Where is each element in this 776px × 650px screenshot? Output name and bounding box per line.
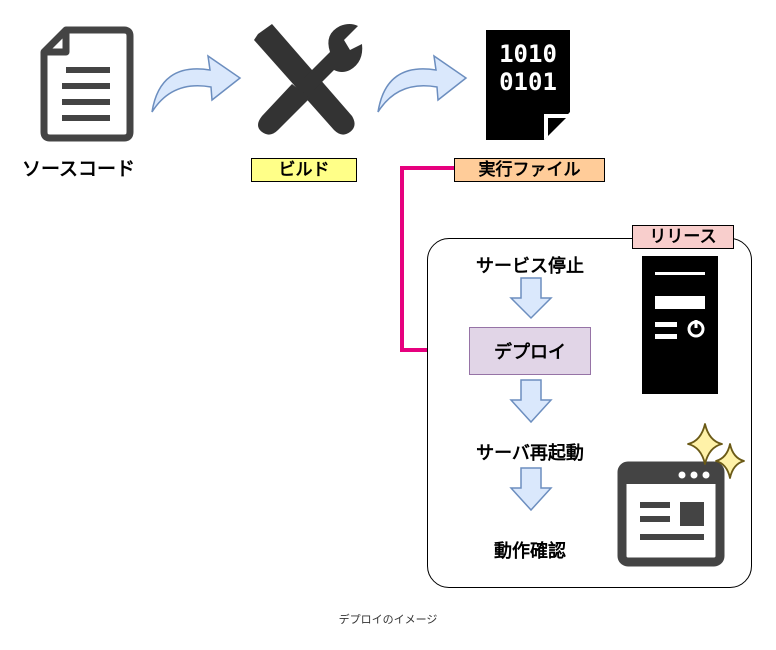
curved-arrow-icon	[377, 54, 468, 113]
binary-file-icon	[486, 30, 570, 140]
binary-text: 1010 0101	[492, 40, 564, 96]
build-label: ビルド	[251, 158, 357, 182]
step-verify: 動作確認	[494, 541, 566, 562]
step-restart-server: サーバ再起動	[476, 443, 584, 464]
document-icon	[40, 26, 134, 142]
tools-icon	[254, 24, 363, 135]
figure-caption: デプロイのイメージ	[338, 613, 438, 626]
curved-arrow-icon	[151, 54, 242, 113]
source-code-label: ソースコード	[22, 158, 136, 180]
step-stop-service: サービス停止	[476, 256, 584, 277]
executable-label: 実行ファイル	[454, 158, 605, 182]
binary-line-2: 0101	[499, 68, 557, 96]
release-container	[427, 238, 752, 588]
release-label: リリース	[632, 225, 734, 249]
deploy-box: デプロイ	[469, 327, 591, 375]
binary-line-1: 1010	[499, 40, 557, 68]
